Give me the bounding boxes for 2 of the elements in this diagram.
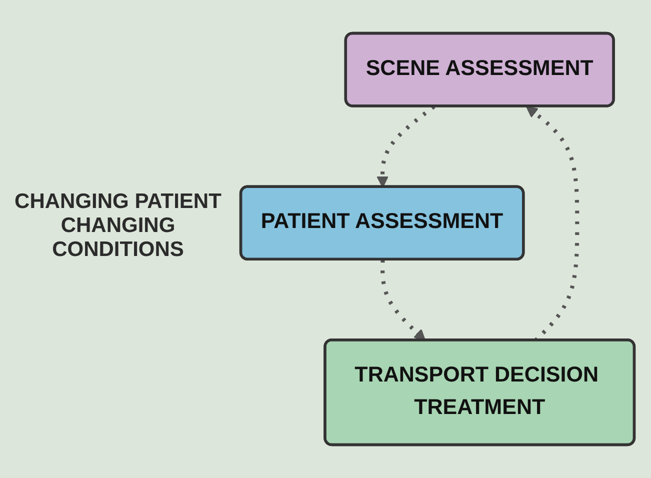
center-heading: CHANGING PATIENT CHANGING CONDITIONS <box>14 190 222 262</box>
arrow <box>376 104 436 188</box>
